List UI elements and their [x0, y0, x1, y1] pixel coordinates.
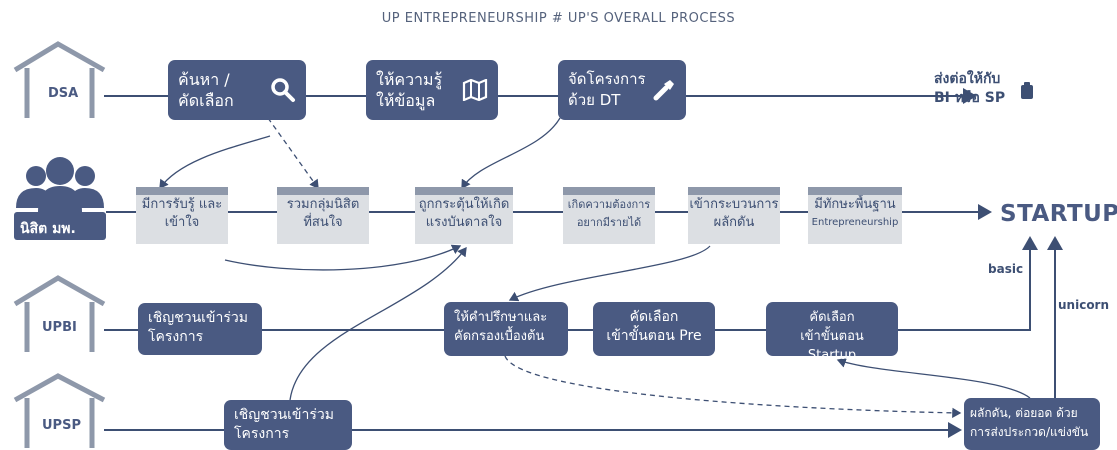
process-line2: ผลักดัน [713, 215, 755, 230]
skills-line2: Entrepreneurship [811, 217, 899, 228]
skills-line1: มีทักษะพื้นฐาน [814, 197, 896, 212]
actor-upsp-label: UPSP [42, 418, 81, 433]
upsp-invite-box: เชิญชวนเข้าร่วม โครงการ [224, 400, 352, 450]
dt-project-box: จัดโครงการ ด้วย DT [558, 60, 686, 120]
awareness-line1: มีการรับรู้ และ [141, 197, 223, 212]
handover-text: ส่งต่อให้กับ BI หรือ SP [934, 70, 1005, 108]
push-compete-box: ผลักดัน, ต่อยอด ด้วย การส่งประกวด/แข่งขั… [964, 398, 1100, 450]
inform-line2: ให้ข้อมูล [376, 91, 436, 110]
upbi-invite-line2: โครงการ [148, 329, 204, 345]
push-line1: ผลักดัน, ต่อยอด ด้วย [970, 406, 1078, 420]
select-startup-line1: คัดเลือก [809, 310, 855, 325]
house-icon [13, 41, 106, 118]
income-need-box: เกิดความต้องการ อยากมีรายได้ [563, 187, 655, 244]
awareness-line2: เข้าใจ [164, 215, 200, 230]
awareness-box: มีการรับรู้ และ เข้าใจ [136, 187, 228, 244]
process-box: เข้ากระบวนการ ผลักดัน [688, 187, 780, 244]
interest-line1: รวมกลุ่มนิสิต [286, 197, 360, 212]
clipboard-icon [1021, 82, 1033, 99]
upbi-invite-line1: เชิญชวนเข้าร่วม [148, 310, 248, 326]
startup-target: STARTUP [1000, 201, 1117, 227]
motivation-box: ถูกกระตุ้นให้เกิด แรงบันดาลใจ [415, 187, 513, 244]
interest-group-box: รวมกลุ่มนิสิต ที่สนใจ [277, 187, 369, 244]
handover-line2: BI หรือ SP [934, 90, 1006, 106]
search-select-box: ค้นหา / คัดเลือก [168, 60, 306, 120]
consult-screen-box: ให้คำปรึกษาและ คัดกรองเบื้องต้น [444, 302, 568, 356]
search-select-line2: คัดเลือก [178, 91, 234, 110]
actor-students-label: นิสิต มพ. [20, 221, 76, 237]
process-line1: เข้ากระบวนการ [689, 197, 779, 212]
people-icon [14, 157, 106, 240]
diagram-title: UP ENTREPRENEURSHIP # UP'S OVERALL PROCE… [381, 11, 736, 26]
flashlight-icon [653, 80, 674, 101]
select-pre-line1: คัดเลือก [629, 309, 679, 325]
search-icon [271, 78, 295, 102]
dt-project-line2: ด้วย DT [568, 91, 621, 109]
handover-line1: ส่งต่อให้กับ [934, 71, 1001, 87]
motivation-line2: แรงบันดาลใจ [425, 215, 503, 230]
select-pre-line2: เข้าขั้นตอน Pre [606, 328, 702, 344]
actor-upbi-label: UPBI [42, 320, 77, 335]
map-icon [462, 79, 488, 101]
basic-label: basic [988, 262, 1024, 276]
dt-project-line1: จัดโครงการ [568, 70, 646, 88]
income-line2: อยากมีรายได้ [576, 216, 642, 229]
skills-box: มีทักษะพื้นฐาน Entrepreneurship [808, 187, 902, 244]
interest-line2: ที่สนใจ [303, 215, 343, 230]
unicorn-label: unicorn [1058, 298, 1110, 312]
upsp-invite-line1: เชิญชวนเข้าร่วม [234, 407, 334, 423]
income-line1: เกิดความต้องการ [567, 198, 651, 211]
inform-box: ให้ความรู้ ให้ข้อมูล [366, 60, 498, 120]
upbi-invite-box: เชิญชวนเข้าร่วม โครงการ [138, 303, 262, 355]
upsp-invite-line2: โครงการ [234, 426, 290, 442]
actor-dsa-label: DSA [48, 86, 79, 101]
house-icon [13, 275, 106, 352]
select-pre-box: คัดเลือก เข้าขั้นตอน Pre [593, 302, 715, 356]
consult-line2: คัดกรองเบื้องต้น [454, 329, 545, 344]
house-icon [13, 373, 106, 448]
push-line2: การส่งประกวด/แข่งขัน [970, 425, 1089, 439]
consult-line1: ให้คำปรึกษาและ [454, 310, 548, 325]
select-startup-box: คัดเลือก เข้าขั้นตอน Startup [766, 302, 898, 363]
search-select-line1: ค้นหา / [178, 70, 230, 89]
inform-line1: ให้ความรู้ [376, 70, 443, 89]
motivation-line1: ถูกกระตุ้นให้เกิด [418, 197, 510, 212]
select-startup-line2: เข้าขั้นตอน Startup [800, 329, 864, 363]
